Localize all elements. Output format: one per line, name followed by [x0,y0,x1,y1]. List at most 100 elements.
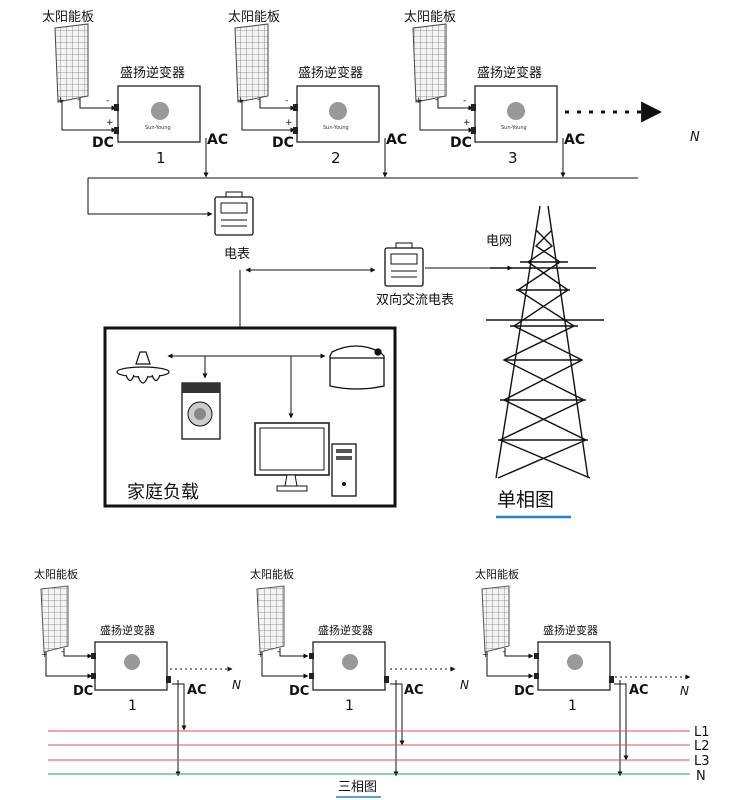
meter-icon [214,191,254,236]
washing-machine-icon [181,382,221,440]
bidirectional-meter-label: 双向交流电表 [376,292,454,308]
solar-panel-icon [412,23,447,103]
dc-wire-plus [486,652,534,679]
plus-sign: + [106,118,114,128]
minus-sign: - [61,647,64,656]
brand-label: Sun-Young [501,125,527,131]
dc-wire-minus [504,648,534,659]
plus-sign: + [237,96,245,106]
three-phase-unit-1: 太阳能板 + - 盛扬逆变器 DC AC 1 N [34,567,241,777]
sun-young-logo-icon [329,102,347,120]
n-label: N [232,678,241,692]
single-unit-3: 太阳能板 + - - + 盛扬逆变器 Sun-Young DC AC 3 [404,10,585,167]
sun-young-logo-icon [151,102,169,120]
dc-label: DC [514,684,534,699]
single-unit-1: 太阳能板 + - - + 盛扬逆变器 Sun-Young DC AC 1 [42,10,228,167]
minus-sign: - [435,95,438,105]
inverter-port [91,673,96,679]
n-label: N [680,684,689,698]
plus-sign: + [285,118,293,128]
inverter-box [117,85,201,143]
bus-to-meter-wire [87,178,213,217]
brand-label: Sun-Young [145,125,171,131]
inverter-port [534,653,539,659]
dc-wire-plus [241,100,296,133]
three-phase-title: 三相图 [338,780,377,795]
minus-sign: - [257,95,260,105]
solar-panel-label: 太阳能板 [475,567,519,581]
plus-sign: + [482,650,489,659]
dc-wire-plus [61,100,117,133]
minus-sign: - [77,95,80,105]
ac-label: AC [207,132,228,148]
dc-wire-minus [259,98,296,111]
inverter-port [293,127,298,134]
ac-drop-wire [390,683,405,746]
three-phase-unit-2: 太阳能板 + - 盛扬逆变器 DC AC 1 N [250,567,469,777]
dc-label: DC [73,684,93,699]
dc-wire-plus [261,652,309,679]
unit-number: 1 [568,698,577,714]
bidirectional-meter-icon [384,242,424,287]
solar-panel-label: 太阳能板 [42,10,94,25]
minus-sign: - [285,96,288,106]
ac-drop-wire [172,683,187,731]
inverter-label: 盛扬逆变器 [543,623,598,637]
inverter-label: 盛扬逆变器 [100,623,155,637]
inverter-port [471,127,476,134]
solar-panel-label: 太阳能板 [34,567,78,581]
rice-cooker-icon [329,345,385,390]
meter-label: 电表 [224,247,250,262]
solar-panel-icon [234,23,269,103]
solar-panel-icon [481,585,510,653]
dc-wire-plus [45,652,93,679]
plus-sign: + [57,96,65,106]
dc-wire-minus [63,648,93,659]
inverter-port [471,104,476,111]
ac-label: AC [629,683,649,698]
dc-wire-minus [279,648,309,659]
dc-label: DC [272,135,294,151]
solar-panel-label: 太阳能板 [250,567,294,581]
sun-young-logo-icon [124,654,140,670]
ac-label: AC [187,683,207,698]
home-load-label: 家庭负载 [127,482,199,503]
pc-tower-icon [331,443,357,497]
single-phase-title: 单相图 [497,489,554,511]
inverter-box [312,641,386,691]
inverter-port [293,104,298,111]
ac-label: AC [404,683,424,698]
inverter-port [309,653,314,659]
power-tower-icon [486,205,604,479]
phase-label-l2: L2 [694,739,710,754]
plus-sign: + [463,118,471,128]
inverter-port [534,673,539,679]
plus-sign: + [41,650,48,659]
solar-panel-label: 太阳能板 [404,10,456,25]
inverter-port [114,104,119,111]
solar-panel-icon [54,23,89,103]
sun-young-logo-icon [567,654,583,670]
inverter-port [609,676,614,683]
n-label: N [690,130,700,145]
ac-label: AC [386,132,407,148]
inverter-port [166,676,171,683]
minus-sign: - [463,96,466,106]
minus-sign: - [277,647,280,656]
inverter-port [114,127,119,134]
plus-sign: + [415,96,423,106]
ac-label: AC [564,132,585,148]
inverter-box [474,85,558,143]
neutral-label: N [696,769,706,784]
inverter-port [384,676,389,683]
solar-panel-icon [256,585,285,653]
n-label: N [460,678,469,692]
phase-label-l3: L3 [694,754,710,769]
inverter-label: 盛扬逆变器 [298,65,363,81]
solar-panel-icon [40,585,69,653]
unit-number: 3 [508,149,518,167]
sun-young-logo-icon [342,654,358,670]
inverter-port [91,653,96,659]
plus-sign: + [257,650,264,659]
